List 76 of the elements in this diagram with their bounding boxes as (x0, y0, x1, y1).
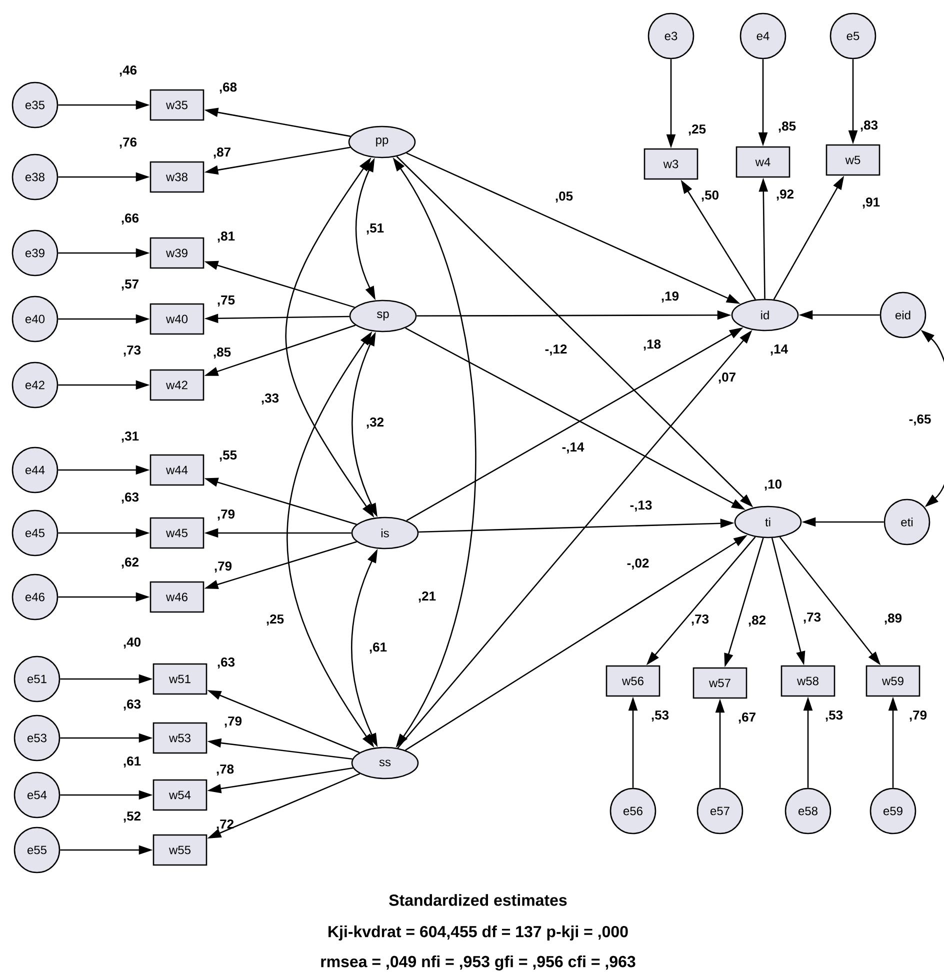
observed-variable-box: w45 (150, 517, 204, 549)
edge-label: ,21 (418, 591, 436, 603)
edge-label: ,55 (220, 450, 237, 462)
edge-label: -,12 (545, 344, 567, 356)
estimate-label: ,61 (124, 756, 141, 768)
estimate-label: ,10 (764, 479, 782, 491)
edge-label: -,14 (562, 442, 584, 454)
fit-statistics-text: rmsea = ,049 nfi = ,953 gfi = ,956 cfi = ,963 (321, 956, 636, 970)
observed-variable-box: w4 (736, 146, 790, 178)
edge-label: -,13 (630, 500, 652, 512)
observed-variable-box: w57 (692, 667, 748, 699)
edge-label: ,81 (218, 231, 235, 243)
observed-variable-box: w35 (150, 89, 204, 121)
estimate-label: ,63 (122, 492, 139, 504)
edge-label: ,19 (662, 291, 679, 303)
observed-variable-box: w56 (606, 665, 660, 697)
estimate-label: ,63 (124, 699, 141, 711)
estimate-label: ,62 (122, 557, 139, 569)
observed-variable-box: w51 (152, 663, 208, 695)
observed-variable-box: w38 (150, 161, 204, 193)
fit-statistics-text: Kji-kvdrat = 604,455 df = 137 p-kji = ,000 (328, 926, 628, 940)
estimate-label: ,52 (124, 811, 141, 823)
edge-label: ,75 (218, 296, 235, 306)
edge-label: ,73 (692, 614, 709, 626)
edge-label: ,50 (702, 190, 718, 202)
estimate-label: ,66 (122, 213, 139, 225)
edge-label: ,32 (366, 417, 384, 429)
observed-variable-box: w44 (150, 454, 204, 486)
edge-label: ,79 (224, 716, 242, 728)
edge-label: ,68 (220, 82, 237, 94)
edge-label: ,79 (214, 561, 232, 573)
edge-label: ,63 (218, 657, 235, 669)
edge-label: ,82 (748, 615, 766, 627)
edge-label: ,78 (216, 764, 234, 776)
edge-label: ,61 (370, 642, 387, 654)
edge-label: ,25 (266, 614, 284, 626)
estimate-label: ,53 (652, 710, 669, 722)
estimate-label: ,83 (860, 120, 878, 132)
edge-label: ,87 (214, 147, 230, 159)
edge-label: ,07 (718, 372, 736, 384)
edge-label: -,02 (627, 558, 649, 570)
edge-label: ,05 (556, 191, 573, 203)
observed-variable-box: w53 (152, 722, 208, 754)
observed-variable-box: w58 (780, 665, 836, 697)
estimate-label: ,76 (120, 137, 137, 149)
estimate-label: ,53 (826, 710, 843, 722)
edge-label: ,18 (644, 339, 661, 351)
edge-label: ,79 (218, 509, 235, 521)
estimate-label: ,14 (770, 344, 788, 356)
estimate-label: ,67 (738, 712, 756, 724)
estimate-label: ,85 (778, 121, 796, 133)
edge-label: ,85 (214, 347, 231, 359)
edge-label: ,89 (884, 613, 902, 625)
fit-statistics-text: Standardized estimates (389, 894, 567, 906)
observed-variable-box: w59 (866, 665, 920, 697)
estimate-label: ,25 (688, 124, 706, 136)
estimate-label: ,46 (120, 65, 137, 77)
edge-label: ,91 (862, 197, 880, 209)
observed-variable-box: w42 (150, 369, 204, 401)
edge-label: ,33 (262, 393, 279, 405)
edge-label: -,65 (909, 414, 931, 426)
observed-variable-box: w46 (150, 581, 204, 613)
observed-variable-box: w3 (644, 148, 698, 180)
edge-label: ,73 (804, 612, 821, 624)
observed-variable-box: w39 (150, 237, 204, 269)
edge-label: ,92 (776, 189, 794, 201)
estimate-label: ,31 (122, 431, 139, 443)
estimate-label: ,57 (122, 280, 138, 290)
observed-variable-box: w5 (826, 144, 880, 176)
observed-variable-box: w40 (150, 303, 204, 335)
edge-label: ,51 (366, 224, 384, 234)
observed-variable-box: w55 (152, 834, 208, 866)
estimate-label: ,73 (124, 345, 141, 357)
observed-variable-box: w54 (152, 779, 208, 811)
estimate-label: ,79 (910, 710, 927, 722)
estimate-label: ,40 (124, 637, 140, 649)
